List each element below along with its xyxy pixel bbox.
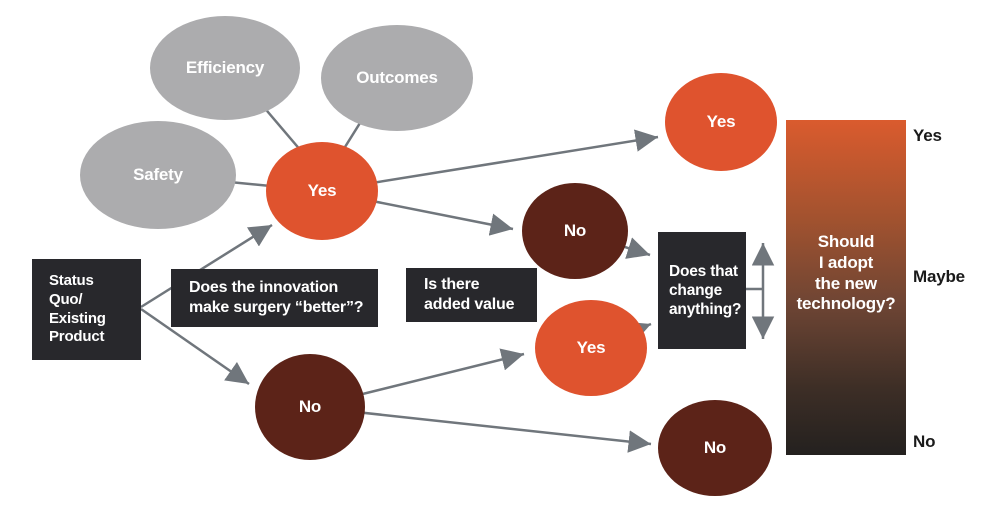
question-label: Is there added value — [424, 276, 515, 313]
question-label: Does that change anything? — [669, 262, 742, 319]
decision-label: No — [703, 438, 727, 457]
factor-label: Efficiency — [185, 58, 265, 77]
decision-node-final-yes: Yes — [665, 73, 777, 171]
decision-node-better-no: No — [255, 354, 365, 460]
decision-node-final-no: No — [658, 400, 772, 496]
arrow-yes-to-final-yes — [321, 129, 659, 193]
question-box-added-value: Is there added value — [406, 268, 537, 322]
decision-label: No — [563, 221, 587, 240]
factor-node-efficiency: Efficiency — [150, 16, 300, 120]
arrow-no-to-final-no — [309, 405, 652, 453]
decision-node-value-no: No — [522, 183, 628, 279]
decision-label: Yes — [307, 181, 337, 200]
start-box: Status Quo/ Existing Product — [32, 259, 141, 360]
scale-label-maybe: Maybe — [913, 267, 965, 286]
factor-label: Outcomes — [356, 68, 438, 87]
scale-label-yes: Yes — [913, 126, 942, 145]
question-box-better: Does the innovation make surgery “better… — [171, 269, 378, 327]
decision-node-value-yes: Yes — [535, 300, 647, 396]
line-efficiency-yes — [261, 104, 303, 153]
decision-label: No — [298, 397, 322, 416]
question-box-change: Does that change anything? — [658, 232, 746, 349]
factor-node-outcomes: Outcomes — [321, 25, 473, 131]
result-gradient-bar: Should I adopt the new technology? — [786, 120, 906, 455]
decision-label: Yes — [576, 338, 606, 357]
decision-label: Yes — [706, 112, 736, 131]
result-question-label: Should I adopt the new technology? — [796, 232, 896, 314]
factor-node-safety: Safety — [80, 121, 236, 229]
arrow-start-to-no — [140, 307, 250, 386]
scale-label-no: No — [913, 432, 936, 451]
arrow-start-to-yes — [140, 223, 273, 309]
question-label: Does the innovation make surgery “better… — [189, 279, 364, 316]
decision-node-better-yes: Yes — [266, 142, 378, 240]
start-box-label: Status Quo/ Existing Product — [49, 272, 106, 346]
factor-label: Safety — [133, 165, 183, 184]
